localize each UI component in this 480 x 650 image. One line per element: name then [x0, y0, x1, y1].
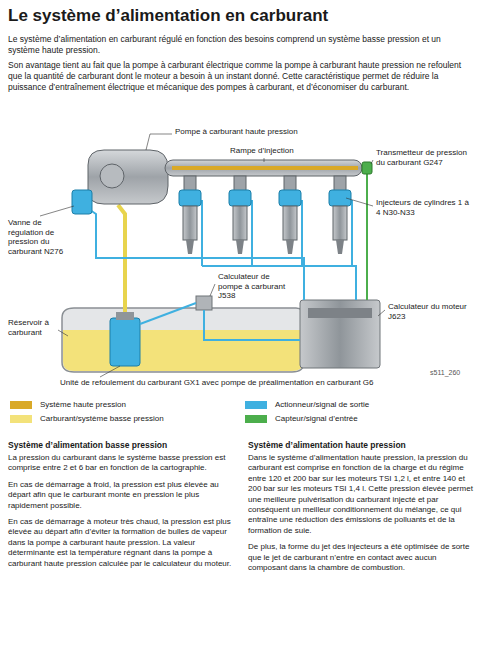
section-heading: Système d’alimentation basse pression [8, 440, 234, 451]
section-text: En cas de démarrage à moteur très chaud,… [8, 517, 234, 569]
section-text: En cas de démarrage à froid, la pression… [8, 480, 234, 511]
injectors [179, 176, 351, 254]
high-pressure-pump [72, 150, 168, 214]
legend-text: Carburant/système basse pression [40, 414, 164, 423]
pump-control-unit [196, 296, 212, 310]
part-label: Transmetteur de pression du carburant G2… [376, 148, 476, 167]
page-title: Le système d’alimentation en carburant [8, 6, 328, 26]
section-heading: Système d’alimentation haute pression [248, 440, 474, 451]
section-text: Dans le système d’alimentation haute pre… [248, 453, 474, 536]
part-label: Rampe d’injection [230, 146, 294, 156]
legend-swatch [10, 401, 32, 409]
fuel-rail [165, 160, 372, 176]
fuel-delivery-unit [110, 312, 140, 366]
intro-text: Le système d’alimentation en carburant r… [8, 34, 472, 56]
legend-text: Capteur/signal d’entrée [275, 414, 358, 423]
leader-lines [40, 134, 385, 377]
fuel-tank [62, 308, 304, 372]
legend-text: Actionneur/signal de sortie [275, 400, 369, 409]
legend-swatch [245, 415, 267, 423]
legend-text: Système haute pression [40, 400, 126, 409]
legend-swatch [10, 415, 32, 423]
intro-text: Son avantage tient au fait que la pompe … [8, 60, 472, 93]
legend-swatch [245, 401, 267, 409]
part-label: Pompe à carburant haute pression [175, 127, 298, 137]
part-label: Réservoir à carburant [8, 318, 58, 337]
part-label: Calculateur de pompe à carburant J538 [218, 272, 296, 301]
part-label: Injecteurs de cylindres 1 à 4 N30-N33 [376, 198, 472, 217]
figure-reference: s511_260 [430, 368, 460, 377]
engine-control-unit [300, 300, 380, 368]
section-text: De plus, la forme du jet des injecteurs … [248, 542, 474, 573]
section-text: La pression du carburant dans le système… [8, 453, 234, 474]
part-label: Unité de refoulement du carburant GX1 av… [60, 378, 374, 388]
part-label: Calculateur du moteur J623 [388, 302, 476, 321]
part-label: Vanne de régulation de pression du carbu… [8, 218, 70, 256]
